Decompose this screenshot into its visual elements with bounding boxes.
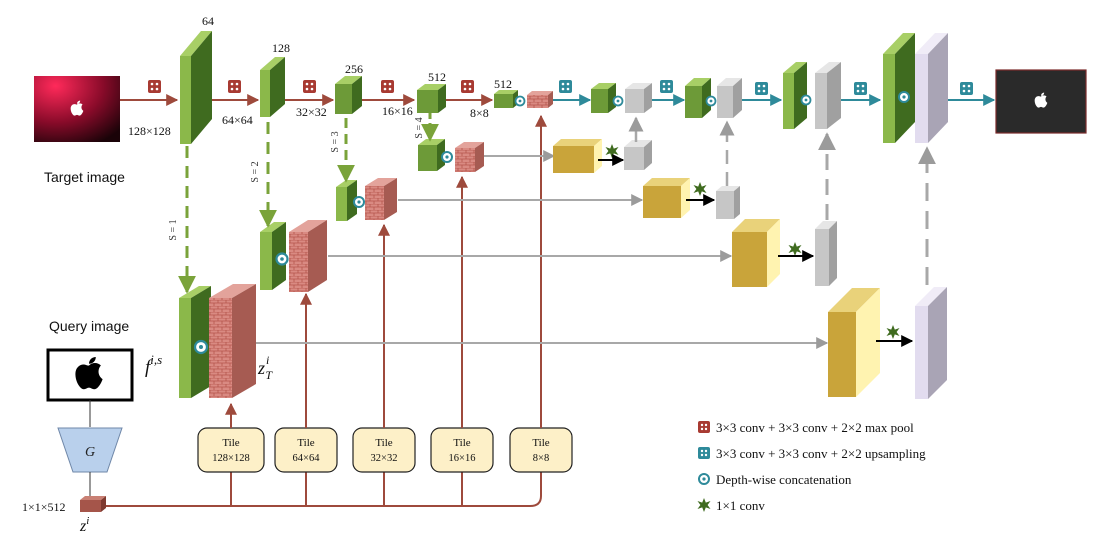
latent-vector-zi: [80, 496, 106, 512]
skip-output-block-s3: [716, 186, 740, 219]
upsample-block-icon: [559, 80, 572, 93]
encoder-channels-1: 64: [202, 14, 214, 28]
target-image: [34, 76, 120, 142]
encoder-size-3: 32×32: [296, 105, 327, 119]
latent-size-label: 1×1×512: [22, 500, 66, 514]
encoder-block-2: [260, 57, 285, 117]
tile-box-3: Tile 32×32: [352, 427, 416, 473]
skip-block-s3: [336, 178, 397, 221]
encoder-channels-3: 256: [345, 62, 363, 76]
tile-title: Tile: [453, 437, 470, 449]
latent-distribution-line: [106, 458, 542, 507]
legend-text: 1×1 conv: [716, 498, 765, 513]
encoder-block-3: [335, 76, 362, 114]
concat-icon: [193, 339, 209, 355]
tile-size: 32×32: [371, 453, 398, 464]
encoder-size-2: 64×64: [222, 113, 253, 127]
encoder-channels-4: 512: [428, 70, 446, 84]
upsample-block-icon: [660, 80, 673, 93]
skip-cube-s3: [643, 178, 690, 218]
tile-box-2: Tile 64×64: [274, 427, 338, 473]
skip-cube-s1: [828, 288, 880, 397]
tile-box-4: Tile 16×16: [430, 427, 494, 473]
encoder-block-5: [494, 90, 518, 108]
skip-output-block-s4: [624, 140, 652, 170]
conv1x1-icon: [886, 325, 900, 339]
tile-box-1: Tile 128×128: [197, 427, 265, 473]
tile-title: Tile: [375, 437, 392, 449]
tile-title: Tile: [297, 437, 314, 449]
encoder-block-1: [180, 31, 212, 144]
legend-item-concat: Depth-wise concatenation: [698, 472, 852, 487]
tile-size: 128×128: [212, 453, 249, 464]
latent-symbol: zi: [79, 515, 89, 535]
encoder-size-1: 128×128: [128, 124, 171, 138]
generator-label: G: [85, 445, 95, 460]
generator-network: G: [57, 427, 123, 473]
query-image: [46, 348, 134, 402]
skip-cube-s2: [732, 219, 780, 287]
conv1x1-icon: [693, 182, 707, 196]
skip-output-block-s1: [915, 287, 947, 399]
concat-icon: [898, 91, 910, 103]
output-image: [995, 69, 1087, 134]
upsample-block-icon: [960, 82, 973, 95]
query-feature-block-f: [179, 286, 211, 398]
encoder-size-5: 8×8: [470, 106, 489, 120]
tile-size: 64×64: [293, 453, 321, 464]
tile-title: Tile: [222, 437, 239, 449]
skip-cube-s4: [553, 139, 602, 173]
target-image-label: Target image: [44, 169, 125, 185]
tile-size: 16×16: [449, 453, 476, 464]
feature-symbol-f: fi,s: [145, 352, 162, 378]
upsample-block-icon: [854, 82, 867, 95]
legend-text: 3×3 conv + 3×3 conv + 2×2 upsampling: [716, 446, 926, 461]
skip-block-s4: [418, 139, 484, 172]
stride-label-s2: S = 2: [250, 161, 261, 182]
legend-item-upsampling: 3×3 conv + 3×3 conv + 2×2 upsampling: [698, 446, 926, 461]
legend: 3×3 conv + 3×3 conv + 2×2 max pool 3×3 c…: [697, 420, 926, 513]
encoder-channels-5: 512: [494, 77, 512, 91]
decoder-block-1: [591, 83, 652, 113]
skip-output-block-s2: [815, 221, 837, 286]
maxpool-block-icon: [228, 80, 241, 93]
concat-icon: [514, 95, 526, 107]
legend-item-conv1x1: 1×1 conv: [697, 498, 765, 513]
legend-text: 3×3 conv + 3×3 conv + 2×2 max pool: [716, 420, 914, 435]
stride-label-s3: S = 3: [330, 131, 341, 152]
bottleneck-tile-block: [527, 91, 553, 108]
encoder-block-4: [417, 84, 446, 113]
maxpool-block-icon: [303, 80, 316, 93]
query-image-label: Query image: [49, 318, 129, 334]
tile-title: Tile: [532, 437, 549, 449]
maxpool-block-icon: [461, 80, 474, 93]
maxpool-block-icon: [148, 80, 161, 93]
conv1x1-icon: [605, 144, 619, 158]
conv1x1-icon: [788, 242, 802, 256]
concat-icon: [800, 94, 812, 106]
concat-icon: [705, 95, 717, 107]
encoder-channels-2: 128: [272, 41, 290, 55]
encoder-size-4: 16×16: [382, 104, 413, 118]
legend-item-maxpool: 3×3 conv + 3×3 conv + 2×2 max pool: [698, 420, 914, 435]
concat-icon: [275, 252, 289, 266]
concat-icon: [353, 196, 365, 208]
decoder-block-2: [685, 78, 742, 118]
maxpool-block-icon: [381, 80, 394, 93]
skip-block-s2: [260, 220, 327, 292]
tile-feature-block-zt: [209, 284, 256, 398]
decoder-block-4: [883, 33, 948, 143]
concat-icon: [441, 151, 453, 163]
legend-text: Depth-wise concatenation: [716, 472, 852, 487]
decoder-block-3: [783, 62, 841, 129]
stride-label-s4: S = 4: [414, 117, 425, 138]
concat-icon: [612, 95, 624, 107]
tile-size: 8×8: [533, 453, 549, 464]
stride-label-s1: S = 1: [168, 219, 179, 240]
upsample-block-icon: [755, 82, 768, 95]
tile-box-5: Tile 8×8: [509, 427, 573, 473]
